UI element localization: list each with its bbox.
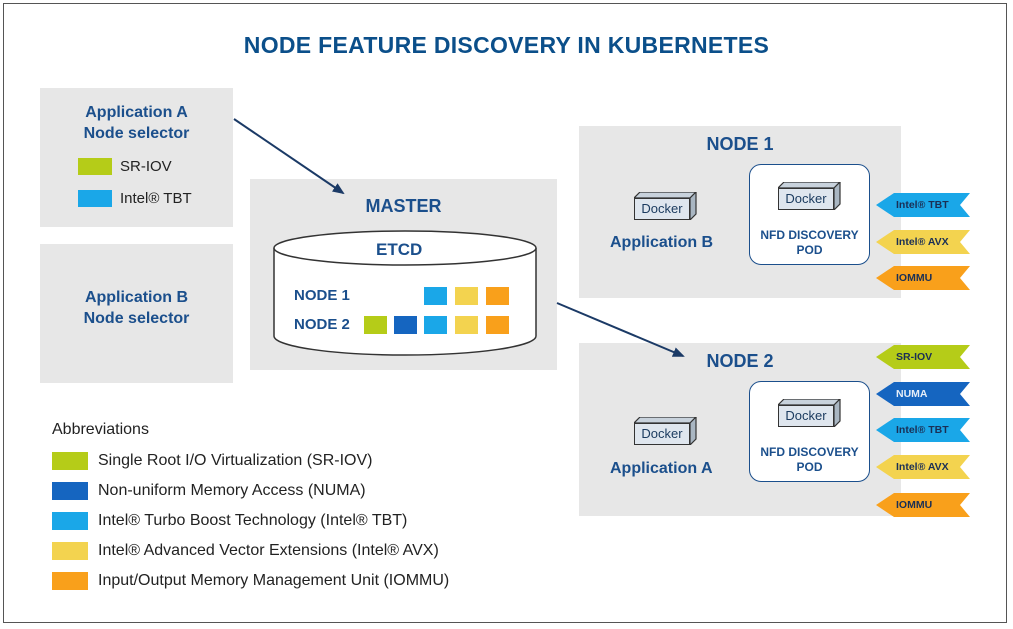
sriov-swatch [52,452,88,470]
etcd-label: ETCD [376,240,423,259]
abbreviation-item-numa: Non-uniform Memory Access (NUMA) [52,476,449,506]
abbreviation-label: Input/Output Memory Management Unit (IOM… [98,572,450,589]
docker-box-icon [634,417,697,445]
avx-swatch [52,542,88,560]
node2-docker-label: Docker [634,423,690,445]
etcd-node2-iommu [486,316,509,334]
etcd-node1-iommu [486,287,509,305]
node2-tag-avx: Intel® AVX [876,455,972,479]
etcd-node1-label: NODE 1 [294,287,350,304]
abbreviation-item-sriov: Single Root I/O Virtualization (SR-IOV) [52,446,449,476]
abbreviation-item-tbt: Intel® Turbo Boost Technology (Intel® TB… [52,506,449,536]
node2-app-label: Application A [610,460,713,477]
abbreviation-item-iommu: Input/Output Memory Management Unit (IOM… [52,566,449,596]
app-a-selector-box: Application A Node selector SR-IOV Intel… [40,88,233,227]
tag-label: Intel® AVX [896,236,949,248]
etcd-node2-label: NODE 2 [294,316,350,333]
tag-label: Intel® AVX [896,461,949,473]
node1-docker-container: Docker [634,192,698,220]
etcd-node1-tbt [424,287,447,305]
etcd-node2-sriov [364,316,387,334]
node2-pod-line2: POD [796,460,823,474]
app-a-item-tbt: Intel® TBT [78,190,192,207]
etcd-node2-numa [394,316,417,334]
sriov-swatch [78,158,112,175]
docker-box-icon [778,182,841,210]
tag-label: SR-IOV [896,351,933,363]
tbt-swatch [78,190,112,207]
node2-tag-tbt: Intel® TBT [876,418,972,442]
node1-tag-tbt: Intel® TBT [876,193,972,217]
node1-pod-docker-label: Docker [778,188,834,210]
node1-tag-iommu: IOMMU [876,266,972,290]
node2-nfd-pod: Docker NFD DISCOVERY POD [749,381,870,482]
node1-tag-avx: Intel® AVX [876,230,972,254]
node2-docker-container: Docker [634,417,698,445]
iommu-swatch [52,572,88,590]
app-a-title-line2: Node selector [83,125,190,142]
master-title: MASTER [365,196,442,216]
node1-pod-docker-container: Docker [778,182,842,210]
node1-app-label: Application B [610,234,714,251]
node1-nfd-pod: Docker NFD DISCOVERY POD [749,164,870,265]
abbreviation-label: Single Root I/O Virtualization (SR-IOV) [98,452,373,469]
node2-title: NODE 2 [706,351,774,371]
node2-pod-docker-label: Docker [778,405,834,427]
node2-tag-iommu: IOMMU [876,493,972,517]
app-b-title-line2: Node selector [83,310,190,327]
tag-label: Intel® TBT [896,199,949,211]
diagram-title: NODE FEATURE DISCOVERY IN KUBERNETES [243,32,770,58]
app-a-item-label: Intel® TBT [120,190,192,207]
app-b-title-line1: Application B [84,289,189,306]
node1-title: NODE 1 [706,134,774,154]
etcd-node2-tbt [424,316,447,334]
node2-pod-line1: NFD DISCOVERY [760,445,859,459]
app-a-title-line1: Application A [85,104,188,121]
node1-docker-label: Docker [634,198,690,220]
tag-label: IOMMU [896,499,933,511]
tag-label: Intel® TBT [896,424,949,436]
tbt-swatch [52,512,88,530]
tag-label: IOMMU [896,272,933,284]
app-a-item-sriov: SR-IOV [78,158,172,175]
abbreviations-title: Abbreviations [52,421,149,438]
node2-pod-docker-container: Docker [778,399,842,427]
app-a-item-label: SR-IOV [120,158,172,175]
abbreviation-item-avx: Intel® Advanced Vector Extensions (Intel… [52,536,449,566]
abbreviation-label: Non-uniform Memory Access (NUMA) [98,482,366,499]
node1-pod-line2: POD [796,243,823,257]
abbreviation-label: Intel® Turbo Boost Technology (Intel® TB… [98,512,408,529]
tag-label: NUMA [896,388,928,400]
abbreviation-label: Intel® Advanced Vector Extensions (Intel… [98,542,439,559]
node1-pod-line1: NFD DISCOVERY [760,228,859,242]
etcd-node1-avx [455,287,478,305]
abbreviations-list: Single Root I/O Virtualization (SR-IOV) … [52,446,449,596]
etcd-cylinder [273,230,537,356]
numa-swatch [52,482,88,500]
etcd-node2-avx [455,316,478,334]
node2-tag-sriov: SR-IOV [876,345,972,369]
node2-tag-numa: NUMA [876,382,972,406]
app-b-selector-box: Application B Node selector [40,244,233,383]
